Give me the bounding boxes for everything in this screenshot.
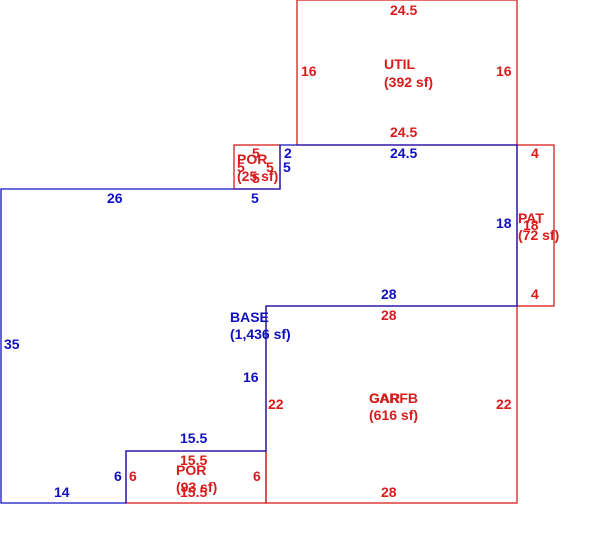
dim-base-left: 35 — [4, 336, 20, 352]
base-name: BASE — [230, 309, 269, 325]
dim-util-bottom: 24.5 — [390, 124, 417, 140]
dim-base-inner-vertical: 16 — [243, 369, 259, 385]
dim-gar-bottom: 28 — [381, 484, 397, 500]
dim-gar-top: 28 — [381, 307, 397, 323]
dim-util-right: 16 — [496, 63, 512, 79]
dim-por-bottom-bottom: 15.5 — [180, 484, 207, 500]
por-top-name: POR — [237, 151, 267, 167]
por-bottom-name: POR — [176, 462, 206, 478]
dim-por-bottom-left: 6 — [129, 468, 137, 484]
dim-util-top: 24.5 — [390, 2, 417, 18]
por-bottom-area: (93 sf) — [176, 479, 217, 495]
dim-base-notch-left: 6 — [114, 468, 122, 484]
dim-por-top-bottom-blue: 5 — [251, 190, 259, 206]
dim-por-top-left: 5 — [237, 159, 245, 175]
gar-area: (616 sf) — [369, 407, 418, 423]
dim-por-top-right: 5 — [266, 159, 274, 175]
pat-area: (72 sf) — [518, 227, 559, 243]
util-area: (392 sf) — [384, 74, 433, 90]
dim-gar-right: 22 — [496, 396, 512, 412]
dim-base-bottom-left: 14 — [54, 484, 70, 500]
dim-base-inner-horizontal: 28 — [381, 286, 397, 302]
dim-base-right: 18 — [496, 215, 512, 231]
gar-name: GAR — [369, 390, 400, 406]
dim-pat-bottom: 4 — [531, 286, 539, 302]
red-outlines — [125, 0, 555, 504]
dim-por-bottom-right: 6 — [253, 468, 261, 484]
dim-util-left: 16 — [301, 63, 317, 79]
dim-base-top-right: 24.5 — [390, 145, 417, 161]
base-area: (1,436 sf) — [230, 326, 291, 342]
dim-gar-left: 22 — [268, 396, 284, 412]
dim-por-top-inner: 5 — [252, 170, 260, 186]
util-name: UTIL — [384, 56, 416, 72]
por-top-area: (25 sf) — [237, 168, 278, 184]
pat-name: PAT — [518, 210, 544, 226]
area-labels: UTIL (392 sf) POR (25 sf) PAT (72 sf) BA… — [176, 56, 559, 495]
dim-base-step: 2 — [284, 145, 292, 161]
dim-por-bottom-top: 15.5 — [180, 452, 207, 468]
dim-pat-right: 18 — [523, 217, 539, 233]
carfb-name: CARFB — [369, 390, 418, 406]
dim-pat-top: 4 — [531, 145, 539, 161]
dim-base-notch-top: 15.5 — [180, 430, 207, 446]
dimension-labels: 24.5 16 16 24.5 24.5 2 5 5 5 5 5 5 26 35… — [4, 2, 539, 500]
dim-por-top-right-2: 5 — [283, 159, 291, 175]
base-outline — [0, 144, 518, 504]
dim-base-top-left: 26 — [107, 190, 123, 206]
dim-por-top-top: 5 — [252, 145, 260, 161]
